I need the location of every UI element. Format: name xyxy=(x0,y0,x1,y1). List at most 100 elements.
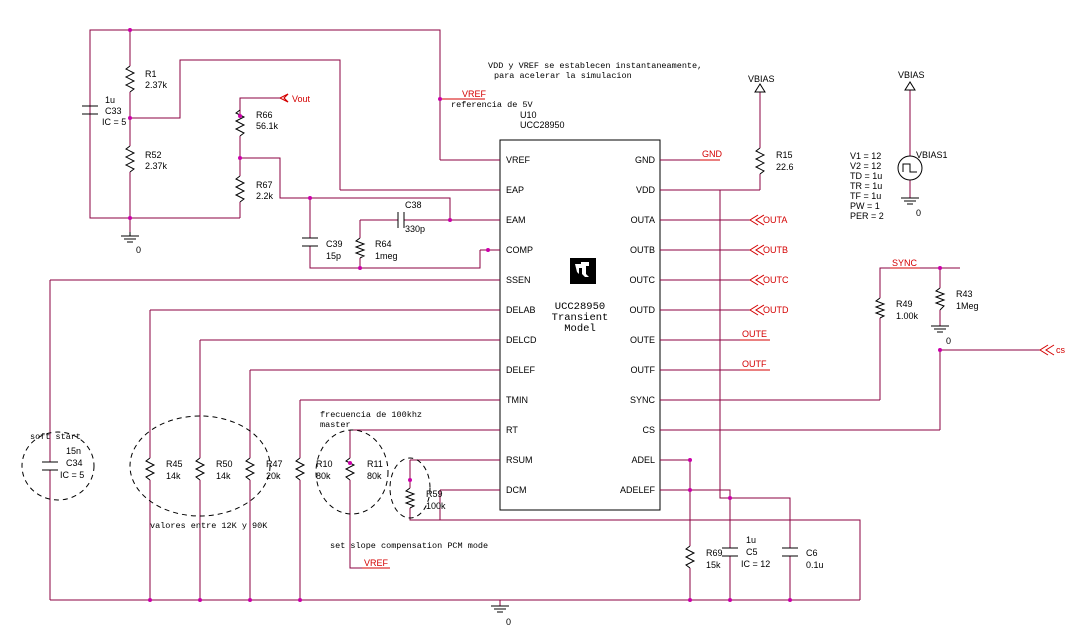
c34-ic: IC = 5 xyxy=(60,470,84,480)
c33-name: C33 xyxy=(105,106,122,116)
r1-name: R1 xyxy=(145,69,157,79)
sync-label: SYNC xyxy=(892,258,918,268)
c34-symbol[interactable] xyxy=(42,461,58,471)
r47-name: R47 xyxy=(266,459,283,469)
r50-symbol[interactable] xyxy=(194,457,206,481)
r1-value: 2.37k xyxy=(145,80,168,90)
vbias1-source-icon[interactable] xyxy=(897,155,923,181)
pin-delef: DELEF xyxy=(506,365,536,375)
c33-value: 1u xyxy=(105,95,115,105)
r11-symbol[interactable] xyxy=(344,457,356,481)
junction-dots xyxy=(128,28,942,602)
soft-start-highlight xyxy=(21,431,95,501)
note-slope: set slope compensation PCM mode xyxy=(330,541,488,551)
c39-symbol[interactable] xyxy=(302,237,318,247)
r50-name: R50 xyxy=(216,459,233,469)
r64-name: R64 xyxy=(375,239,392,249)
r10-symbol[interactable] xyxy=(294,457,306,481)
r45-name: R45 xyxy=(166,459,183,469)
outa-label: OUTA xyxy=(763,215,787,225)
r11-name: R11 xyxy=(367,459,383,469)
pin-rsum: RSUM xyxy=(506,455,533,465)
c33-symbol[interactable] xyxy=(82,105,98,115)
outc-label: OUTC xyxy=(763,275,789,285)
c38-symbol[interactable] xyxy=(397,212,405,228)
pin-tmin: TMIN xyxy=(506,395,528,405)
vout-port-icon xyxy=(279,93,289,103)
r15-name: R15 xyxy=(776,150,793,160)
r47-symbol[interactable] xyxy=(244,457,256,481)
r49-symbol[interactable] xyxy=(874,297,886,319)
r11-value: 80k xyxy=(367,471,382,481)
r15-symbol[interactable] xyxy=(754,147,766,175)
r66-symbol[interactable] xyxy=(234,109,246,137)
r15-value: 22.6 xyxy=(776,162,794,172)
vbias-arrow-icon xyxy=(754,83,766,93)
pin-eap: EAP xyxy=(506,185,524,195)
r52-symbol[interactable] xyxy=(124,145,136,173)
c5-value: 1u xyxy=(746,535,756,545)
outc-port-icon xyxy=(749,274,765,286)
r47-value: 20k xyxy=(266,471,281,481)
r67-name: R67 xyxy=(256,180,273,190)
pin-outf: OUTF xyxy=(631,365,656,375)
pin-delab: DELAB xyxy=(506,305,536,315)
pin-outa: OUTA xyxy=(631,215,655,225)
pin-delcd: DELCD xyxy=(506,335,537,345)
r1-symbol[interactable] xyxy=(124,65,136,93)
gnd-net-label: GND xyxy=(702,149,723,159)
r67-symbol[interactable] xyxy=(234,175,246,203)
r10-value: 80k xyxy=(316,471,331,481)
pin-sync: SYNC xyxy=(630,395,656,405)
outb-port-icon xyxy=(749,244,765,256)
r10-name: R10 xyxy=(316,459,333,469)
r66-value: 56.1k xyxy=(256,121,279,131)
ic-ucc28950[interactable] xyxy=(499,139,661,511)
r43-value: 1Meg xyxy=(956,301,979,311)
r45-symbol[interactable] xyxy=(144,457,156,481)
pin-eam: EAM xyxy=(506,215,526,225)
pin-ssen: SSEN xyxy=(506,275,531,285)
pin-cs: CS xyxy=(642,425,655,435)
r43-name: R43 xyxy=(956,289,973,299)
ic-left-pins xyxy=(50,159,500,491)
outa-port-icon xyxy=(749,214,765,226)
r69-name: R69 xyxy=(706,548,723,558)
r69-value: 15k xyxy=(706,560,721,570)
ic-model-line1: UCC28950 xyxy=(555,301,605,313)
wires-bottom-left xyxy=(49,280,861,606)
ic-part: UCC28950 xyxy=(520,120,565,130)
outb-label: OUTB xyxy=(763,245,788,255)
r59-symbol[interactable] xyxy=(404,487,416,509)
ground-label-r43: 0 xyxy=(946,336,951,346)
r69-symbol[interactable] xyxy=(684,545,696,569)
ground-label-bottom: 0 xyxy=(506,617,511,627)
pin-adelef: ADELEF xyxy=(620,485,656,495)
r64-value: 1meg xyxy=(375,251,398,261)
pin-outc: OUTC xyxy=(630,275,656,285)
vbias1-param-pw: PW = 1 xyxy=(850,201,880,211)
r49-name: R49 xyxy=(896,299,913,309)
outf-label: OUTF xyxy=(742,359,767,369)
note-referencia: referencia de 5V xyxy=(451,100,534,110)
pin-adel: ADEL xyxy=(631,455,655,465)
c5-symbol[interactable] xyxy=(722,547,738,557)
note-vdd-line1: VDD y VREF se establecen instantaneament… xyxy=(488,61,702,71)
cs-port-icon xyxy=(1039,344,1055,356)
ground-icon xyxy=(121,232,139,243)
r43-symbol[interactable] xyxy=(934,287,946,311)
vbias-label-2: VBIAS xyxy=(898,70,925,80)
vbias1-param-v1: V1 = 12 xyxy=(850,151,881,161)
c6-symbol[interactable] xyxy=(782,547,798,557)
c33-ic: IC = 5 xyxy=(102,117,126,127)
freq-resistor-highlight xyxy=(315,429,389,515)
r52-value: 2.37k xyxy=(145,161,168,171)
c5-ic: IC = 12 xyxy=(741,559,770,569)
pin-vref: VREF xyxy=(506,155,531,165)
ground-label-vbias: 0 xyxy=(916,208,921,218)
note-freq-line2: master xyxy=(320,420,351,430)
r64-symbol[interactable] xyxy=(354,237,366,259)
r45-value: 14k xyxy=(166,471,181,481)
c6-value: 0.1u xyxy=(806,560,824,570)
